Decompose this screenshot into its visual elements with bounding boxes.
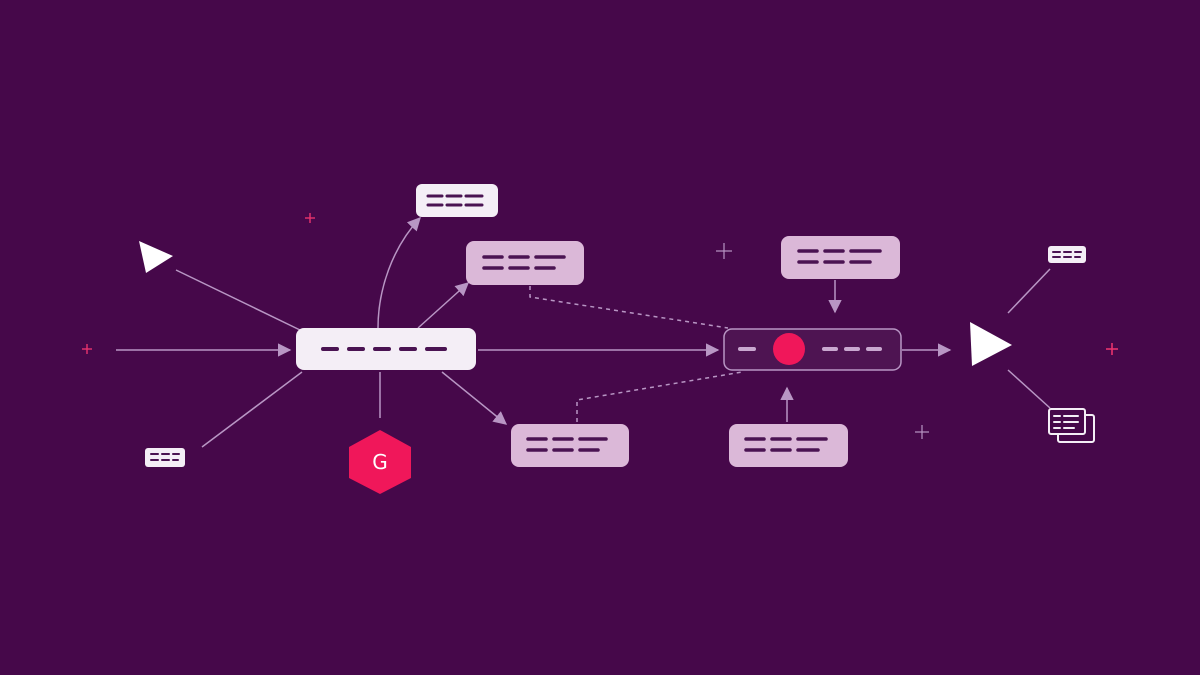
bottom-right-pink-node (729, 424, 848, 467)
connector-output-to-bottom-doc (1007, 369, 1051, 409)
top-node (416, 184, 498, 217)
hub-badge-label: G (372, 450, 388, 474)
dashed-connector-upper (529, 286, 729, 329)
dashed-connector-lower (576, 371, 743, 422)
connector-hub-to-upper-node (417, 282, 470, 329)
sparkle-icon (915, 425, 929, 439)
sparkle-icon (716, 243, 732, 259)
hexagon-badge-icon: G (349, 430, 411, 494)
active-indicator-dot (773, 333, 805, 365)
connector-hub-to-lower-node (441, 371, 508, 425)
connector-play-to-hub (175, 269, 301, 331)
play-triangle-icon (139, 241, 173, 273)
lower-pink-node (511, 424, 629, 467)
output-play-triangle-icon (970, 322, 1012, 366)
connector-hub-to-top-node (377, 217, 421, 329)
sparkle-icon (305, 213, 315, 223)
upper-pink-node (466, 241, 584, 285)
sparkle-icon (1106, 343, 1118, 355)
connector-doc-to-hub (201, 371, 303, 448)
hub-node (296, 328, 476, 370)
document-stack-icon (145, 448, 185, 467)
processor-node (723, 328, 902, 371)
sparkle-icon (82, 344, 92, 354)
connector-output-to-top-doc (1007, 268, 1051, 314)
stacked-documents-icon (1048, 408, 1095, 443)
top-right-pink-node (781, 236, 900, 279)
top-right-document-icon (1048, 246, 1086, 263)
